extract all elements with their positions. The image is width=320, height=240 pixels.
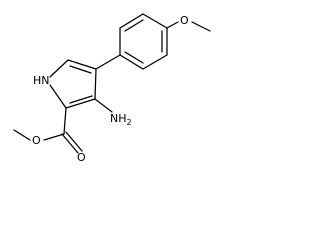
bond-ph6-ph1-inner	[124, 51, 144, 64]
amine-n-label: NH	[110, 112, 127, 125]
bond-c4-c5-inner	[69, 65, 92, 74]
carbonyl-o-label: O	[77, 151, 86, 164]
bond-c4-c5	[67, 59, 97, 70]
ester-group	[13, 107, 83, 154]
bond-c2-c3-inner	[69, 95, 93, 104]
bond-ph2-ph3-inner	[124, 19, 144, 32]
bond-c5-n1	[49, 59, 69, 78]
bond-carbonyl-double-b	[65, 131, 83, 152]
bond-c2-carbonyl-c	[63, 107, 67, 135]
pyrrole-ring	[49, 59, 97, 109]
bond-ester-o-methyl	[13, 129, 31, 141]
bond-ph3-ph4	[142, 13, 168, 29]
amine-label: NH2	[110, 112, 132, 127]
bond-carbonyl-c-ester-o	[43, 133, 65, 141]
bond-ph5-ph6	[142, 54, 168, 70]
pyrrole-nh-label: HN	[33, 74, 50, 87]
phenyl-ring	[95, 13, 168, 70]
bond-ph6-ph1	[119, 54, 144, 70]
bond-c2-c3	[65, 98, 96, 109]
bond-n1-c2	[49, 84, 67, 109]
bond-ph2-ph3	[119, 13, 144, 29]
bond-ether-o-methyl	[191, 21, 211, 32]
ester-o-label: O	[32, 134, 41, 147]
bond-c3-c4	[94, 68, 97, 100]
bond-carbonyl-double-a	[61, 133, 79, 154]
bond-c3-nh2	[94, 98, 113, 113]
bond-c4-phenyl	[95, 54, 121, 70]
amine-subscript: 2	[127, 118, 132, 127]
structural-formula: HN NH2 O O O	[13, 13, 211, 164]
bond-ph4-ether-o	[166, 21, 179, 29]
ether-o-label: O	[180, 14, 189, 27]
